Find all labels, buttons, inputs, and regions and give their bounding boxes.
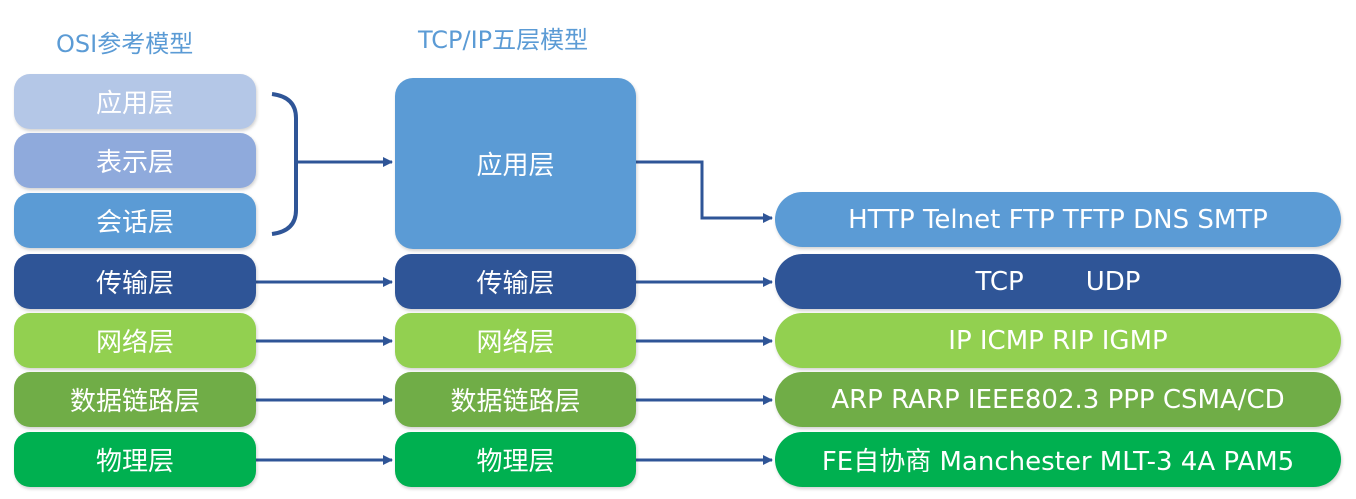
osi-datalink-layer: 数据链路层 (14, 372, 256, 427)
protocol-udp: UDP (1085, 266, 1141, 297)
tcpip-network-layer: 网络层 (395, 313, 636, 368)
tcpip-model-title: TCP/IP五层模型 (418, 26, 589, 54)
osi-session-layer: 会话层 (14, 193, 256, 248)
tcpip-transport-layer: 传输层 (395, 254, 636, 309)
osi-network-layer: 网络层 (14, 313, 256, 368)
tcpip-datalink-layer: 数据链路层 (395, 372, 636, 427)
protocols-physical: FE自协商 Manchester MLT-3 4A PAM5 (775, 432, 1341, 487)
tcpip-application-layer: 应用层 (395, 78, 636, 249)
tcpip-physical-layer: 物理层 (395, 432, 636, 487)
protocols-transport: TCP UDP (775, 254, 1341, 309)
osi-model-title: OSI参考模型 (56, 30, 194, 58)
osi-application-layer: 应用层 (14, 74, 256, 129)
protocols-datalink: ARP RARP IEEE802.3 PPP CSMA/CD (775, 372, 1341, 427)
osi-presentation-layer: 表示层 (14, 133, 256, 188)
osi-physical-layer: 物理层 (14, 432, 256, 487)
protocols-application: HTTP Telnet FTP TFTP DNS SMTP (775, 192, 1341, 247)
protocol-tcp: TCP (975, 266, 1024, 297)
grouping-brace (271, 92, 298, 236)
arrow-app-to-protocols (636, 160, 773, 223)
osi-transport-layer: 传输层 (14, 254, 256, 309)
protocols-network: IP ICMP RIP IGMP (775, 313, 1341, 368)
